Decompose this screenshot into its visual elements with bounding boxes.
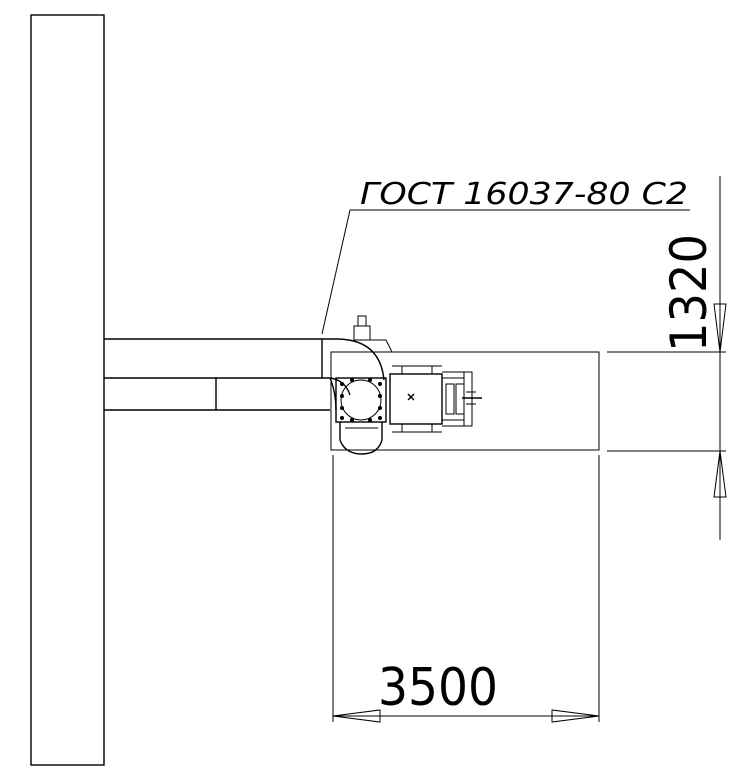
dim-height: [607, 176, 727, 540]
pump-base-outline: [330, 351, 600, 451]
height-dimension-label: 1320: [660, 234, 718, 352]
upper-pipe: [104, 338, 322, 379]
width-dimension-label: 3500: [378, 658, 498, 718]
lower-pipe: [104, 378, 330, 411]
wall-column: [30, 14, 105, 766]
terminal-mark-icon: [407, 393, 415, 401]
pump-volute: [339, 422, 383, 455]
dim-width: [332, 455, 600, 723]
top-nozzle: [353, 315, 393, 353]
gost-leader: [321, 209, 690, 335]
flange-casing: [335, 377, 387, 423]
motor: [389, 365, 443, 433]
gost-label: ГОСТ 16037-80 С2: [360, 177, 688, 212]
coupling: [441, 371, 482, 427]
